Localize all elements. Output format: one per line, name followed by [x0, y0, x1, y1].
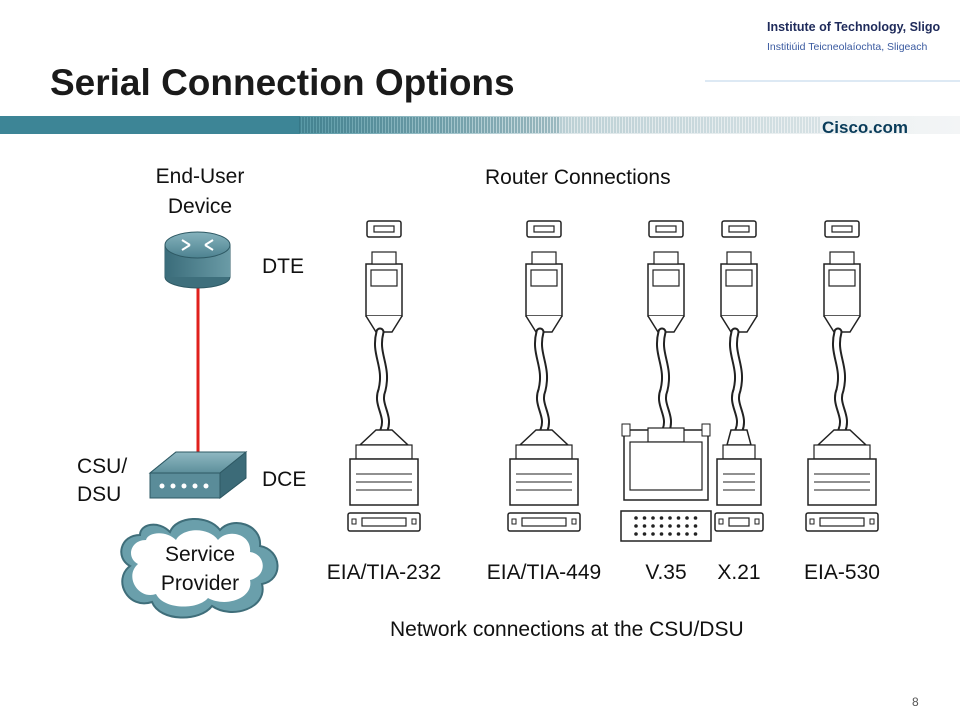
logo-text-line2: Institiúid Teicneolaíochta, Sligeach	[767, 41, 928, 53]
cables-layer	[347, 220, 879, 542]
cable-label-1: EIA/TIA-449	[486, 561, 602, 584]
router-connections-label: Router Connections	[485, 166, 671, 189]
cable-label-0: EIA/TIA-232	[326, 561, 442, 584]
slide-title: Serial Connection Options	[50, 62, 515, 103]
logo-text-line1: Institute of Technology, Sligo	[767, 20, 941, 34]
csu-dsu-icon	[148, 450, 248, 500]
cloud-label: Service Provider	[130, 540, 270, 598]
cable-3-icon	[714, 220, 764, 532]
end-user-label-line1: End-User	[155, 165, 245, 188]
network-connections-label: Network connections at the CSU/DSU	[390, 618, 744, 641]
dte-label: DTE	[262, 255, 304, 278]
cloud-label-line2: Provider	[160, 572, 240, 595]
cloud-label-line1: Service	[164, 543, 236, 566]
cable-label-4: EIA-530	[804, 561, 880, 584]
cable-0-icon	[347, 220, 421, 532]
diagram-canvas	[120, 220, 879, 619]
csu-label-line2: DSU	[77, 483, 122, 506]
end-user-label: End-User Device	[130, 162, 270, 222]
cable-4-icon	[805, 220, 879, 532]
service-provider-cloud-icon	[120, 517, 279, 619]
header-stripes	[299, 117, 820, 133]
cable-label-3: X.21	[717, 561, 761, 584]
router-icon	[164, 231, 231, 289]
cisco-brand: Cisco.com	[822, 118, 908, 137]
page-number: 8	[912, 695, 919, 709]
dce-label: DCE	[262, 468, 307, 491]
cable-2-icon	[620, 220, 712, 542]
logo-area	[705, 0, 960, 80]
cable-label-2: V.35	[645, 561, 687, 584]
end-user-label-line2: Device	[167, 195, 233, 218]
cable-1-icon	[507, 220, 581, 532]
csu-dsu-label: CSU/ DSU	[77, 453, 127, 509]
csu-label-line1: CSU/	[77, 455, 128, 478]
